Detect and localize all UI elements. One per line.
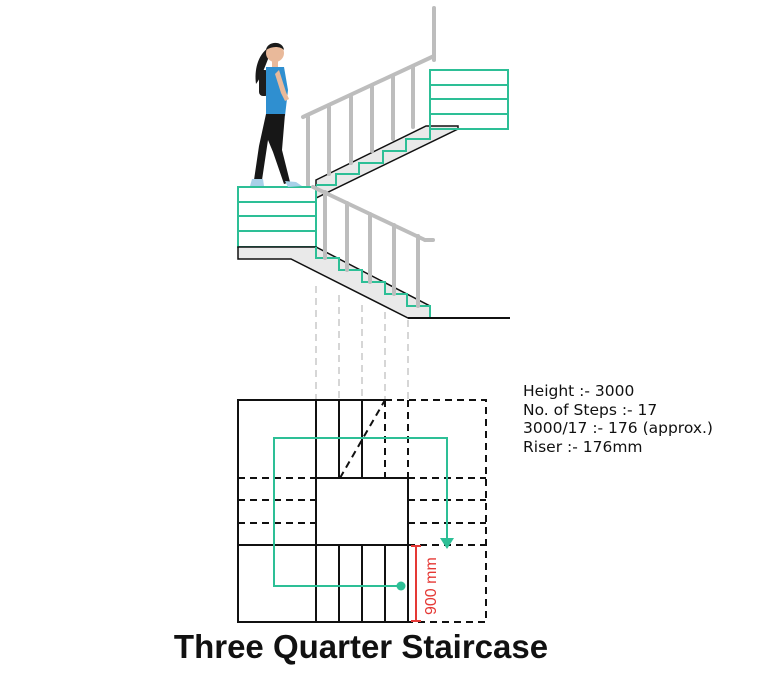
spec-riser-calc: 3000/17 :- 176 (approx.): [523, 419, 713, 437]
upper-flight-slab: [315, 125, 459, 200]
dimension-900mm: [411, 545, 421, 622]
walking-path-arrow: [273, 437, 454, 591]
lower-flight-steps: [315, 247, 431, 318]
staircase-specs: Height :- 3000 No. of Steps :- 17 3000/1…: [523, 382, 713, 456]
upper-flight-steps: [316, 126, 431, 186]
upper-handrail: [301, 6, 436, 187]
path-arrowhead: [440, 538, 454, 549]
plan-view: [237, 399, 487, 623]
dimension-label: 900 mm: [423, 557, 440, 615]
spec-steps: No. of Steps :- 17: [523, 400, 658, 419]
woman-figure: [250, 42, 302, 187]
path-start-dot: [396, 581, 406, 591]
spec-height: Height :- 3000: [523, 382, 635, 400]
plan-dashed-wall: [385, 399, 487, 623]
plan-outer-wall: [237, 399, 408, 623]
diagram-title: Three Quarter Staircase: [173, 628, 549, 665]
plan-cut-line: [339, 399, 386, 479]
top-landing-rail: [429, 69, 509, 130]
middle-landing-rail: [237, 186, 317, 248]
projection-lines: [315, 286, 409, 400]
spec-riser: Riser :- 176mm: [523, 437, 643, 456]
lower-handrail: [311, 185, 435, 308]
elevation-view: [237, 6, 510, 319]
plan-well: [315, 477, 409, 546]
